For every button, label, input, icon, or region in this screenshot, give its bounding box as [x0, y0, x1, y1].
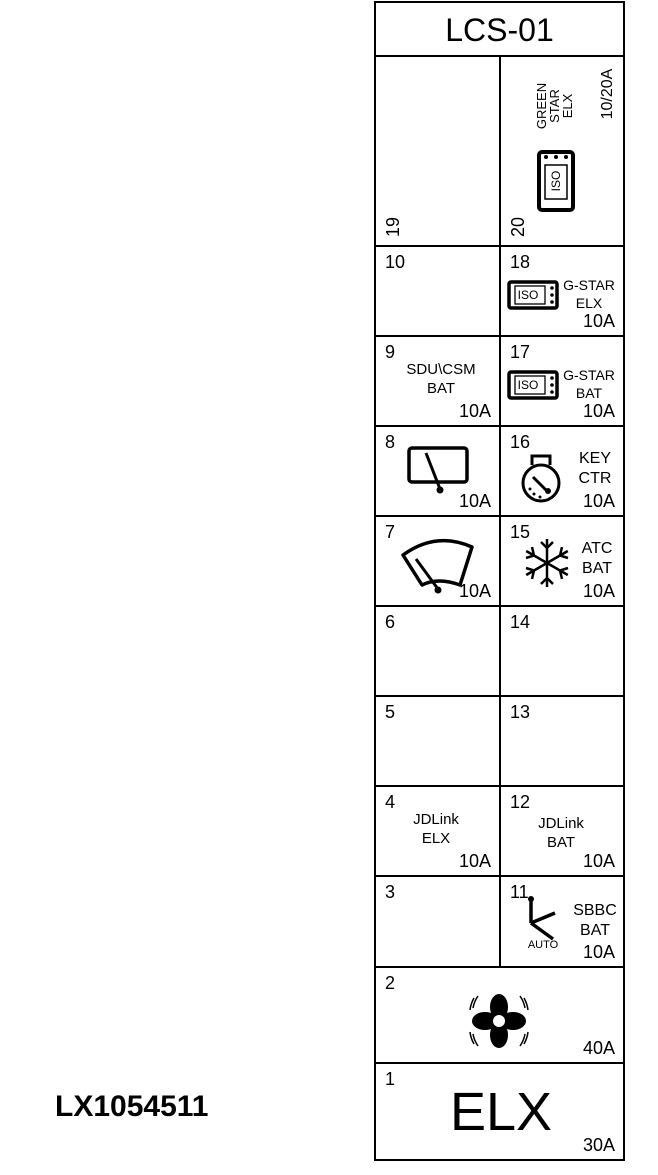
fuse-row-7-15: 7 10A 15	[376, 517, 623, 607]
fuse-label-line-2: BAT	[582, 560, 612, 577]
fuse-slot-7[interactable]: 7 10A	[376, 517, 501, 605]
fuse-number: 5	[385, 702, 396, 722]
fuse-slot-4[interactable]: 4 JDLink ELX 10A	[376, 787, 501, 875]
fuse-panel: LCS-01 19 20 GREEN STAR ELX 10/20A ISO 1…	[374, 1, 625, 1161]
fuse-label-line-2: BAT	[426, 380, 456, 397]
fuse-number: 7	[385, 522, 396, 542]
fuse-amperage: 10A	[582, 851, 615, 871]
fuse-number: 13	[510, 702, 531, 722]
fuse-label-line-2: ELX	[575, 295, 603, 311]
fuse-slot-12[interactable]: 12 JDLink BAT 10A	[501, 787, 623, 875]
fuse-label-line-3: ELX	[560, 93, 575, 119]
fuse-slot-9[interactable]: 9 SDU\CSM BAT 10A	[376, 337, 501, 425]
fuse-row-2: 2	[376, 968, 623, 1064]
fuse-number: 4	[385, 792, 396, 812]
fuse-amperage: 40A	[582, 1038, 615, 1058]
fuse-row-10-18: 10 18 ISO G-STAR ELX 10A	[376, 247, 623, 337]
fuse-amperage: 10A	[458, 581, 491, 601]
fuse-amperage: 10A	[458, 851, 491, 871]
key-switch-icon	[521, 454, 561, 503]
reference-code: LX1054511	[55, 1090, 209, 1123]
fuse-amperage: 10A	[582, 942, 615, 962]
front-wiper-icon	[401, 538, 474, 594]
iso-relay-icon	[537, 150, 575, 212]
iso-relay-text: ISO	[549, 170, 563, 192]
fuse-label-line-2: BAT	[575, 385, 603, 401]
fuse-number: 10	[385, 252, 406, 272]
fuse-number: 18	[510, 252, 531, 272]
fuse-label-line-1: KEY	[578, 450, 611, 467]
fuse-label-line-2: CTR	[578, 470, 612, 487]
rear-wiper-icon	[407, 446, 469, 494]
fuse-slot-8[interactable]: 8 10A	[376, 427, 501, 515]
fuse-row-1: 1 ELX 30A	[376, 1064, 623, 1159]
fuse-label-line-2: ELX	[421, 830, 451, 847]
fuse-slot-13[interactable]: 13	[501, 697, 623, 785]
fuse-row-9-17: 9 SDU\CSM BAT 10A 17 ISO G-STAR BAT 10A	[376, 337, 623, 427]
fuse-slot-19[interactable]: 19	[376, 57, 501, 245]
fuse-slot-14[interactable]: 14	[501, 607, 623, 695]
fuse-label-line-2: BAT	[580, 922, 610, 939]
fuse-number: 1	[385, 1069, 396, 1089]
fuse-slot-3[interactable]: 3	[376, 877, 501, 966]
iso-relay-text: ISO	[517, 378, 539, 392]
fuse-slot-17[interactable]: 17 ISO G-STAR BAT 10A	[501, 337, 623, 425]
iso-relay-icon	[507, 370, 559, 400]
fuse-number: 9	[385, 342, 396, 362]
fuse-number: 19	[383, 216, 403, 237]
fuse-amperage: 10A	[458, 401, 491, 421]
fuse-label-line-1: SBBC	[573, 902, 617, 919]
fuse-number: 11	[510, 882, 529, 902]
iso-relay-text: ISO	[517, 288, 539, 302]
iso-relay-icon	[507, 280, 559, 310]
fuse-number: 20	[508, 216, 528, 237]
fuse-slot-16[interactable]: 16 KEY CTR 10A	[501, 427, 623, 515]
fuse-label-line-1: JDLink	[413, 811, 459, 828]
fuse-number: 8	[385, 432, 396, 452]
fuse-row-19-20: 19 20 GREEN STAR ELX 10/20A ISO	[376, 57, 623, 247]
fuse-number: 6	[385, 612, 396, 632]
fan-icon	[469, 994, 529, 1048]
fuse-label-line-1: G-STAR	[563, 367, 615, 383]
auto-seat-icon	[528, 896, 556, 941]
fuse-label-line-2: BAT	[546, 834, 576, 851]
fuse-amperage: 10A	[458, 491, 491, 511]
fuse-slot-18[interactable]: 18 ISO G-STAR ELX 10A	[501, 247, 623, 335]
fuse-slot-5[interactable]: 5	[376, 697, 501, 785]
fuse-amperage: 10A	[582, 401, 615, 421]
fuse-amperage: 10/20A	[599, 68, 616, 120]
fuse-number: 2	[385, 973, 396, 993]
fuse-slot-6[interactable]: 6	[376, 607, 501, 695]
fuse-amperage: 30A	[582, 1135, 615, 1155]
fuse-amperage: 10A	[582, 311, 615, 331]
fuse-row-6-14: 6 14	[376, 607, 623, 697]
fuse-row-4-12: 4 JDLink ELX 10A 12 JDLink BAT 10A	[376, 787, 623, 877]
fuse-amperage: 10A	[582, 581, 615, 601]
fuse-row-3-11: 3 11 AUTO SBBC BAT 10A	[376, 877, 623, 968]
auto-label: AUTO	[527, 939, 559, 951]
fuse-label-line-1: JDLink	[538, 815, 584, 832]
fuse-number: 16	[510, 432, 531, 452]
fuse-number: 3	[385, 882, 396, 902]
fuse-label: ELX	[449, 1082, 553, 1142]
fuse-amperage: 10A	[582, 491, 615, 511]
fuse-label-line-1: ATC	[581, 540, 613, 557]
fuse-row-5-13: 5 13	[376, 697, 623, 787]
fuse-number: 14	[510, 612, 531, 632]
panel-title: LCS-01	[376, 3, 623, 57]
fuse-label-line-1: G-STAR	[563, 277, 615, 293]
fuse-slot-10[interactable]: 10	[376, 247, 501, 335]
fuse-slot-15[interactable]: 15 ATC BAT 10A	[501, 517, 623, 605]
snowflake-icon	[525, 539, 569, 587]
fuse-row-8-16: 8 10A 16 KEY CTR 10A	[376, 427, 623, 517]
fuse-number: 17	[510, 342, 531, 362]
fuse-number: 12	[510, 792, 531, 812]
fuse-number: 15	[510, 522, 531, 542]
fuse-label-line-1: SDU\CSM	[406, 361, 476, 378]
fuse-slot-2[interactable]: 2	[376, 968, 623, 1062]
fuse-slot-20[interactable]: 20 GREEN STAR ELX 10/20A ISO	[501, 57, 623, 245]
fuse-slot-1[interactable]: 1 ELX 30A	[376, 1064, 623, 1159]
fuse-slot-11[interactable]: 11 AUTO SBBC BAT 10A	[501, 877, 623, 966]
